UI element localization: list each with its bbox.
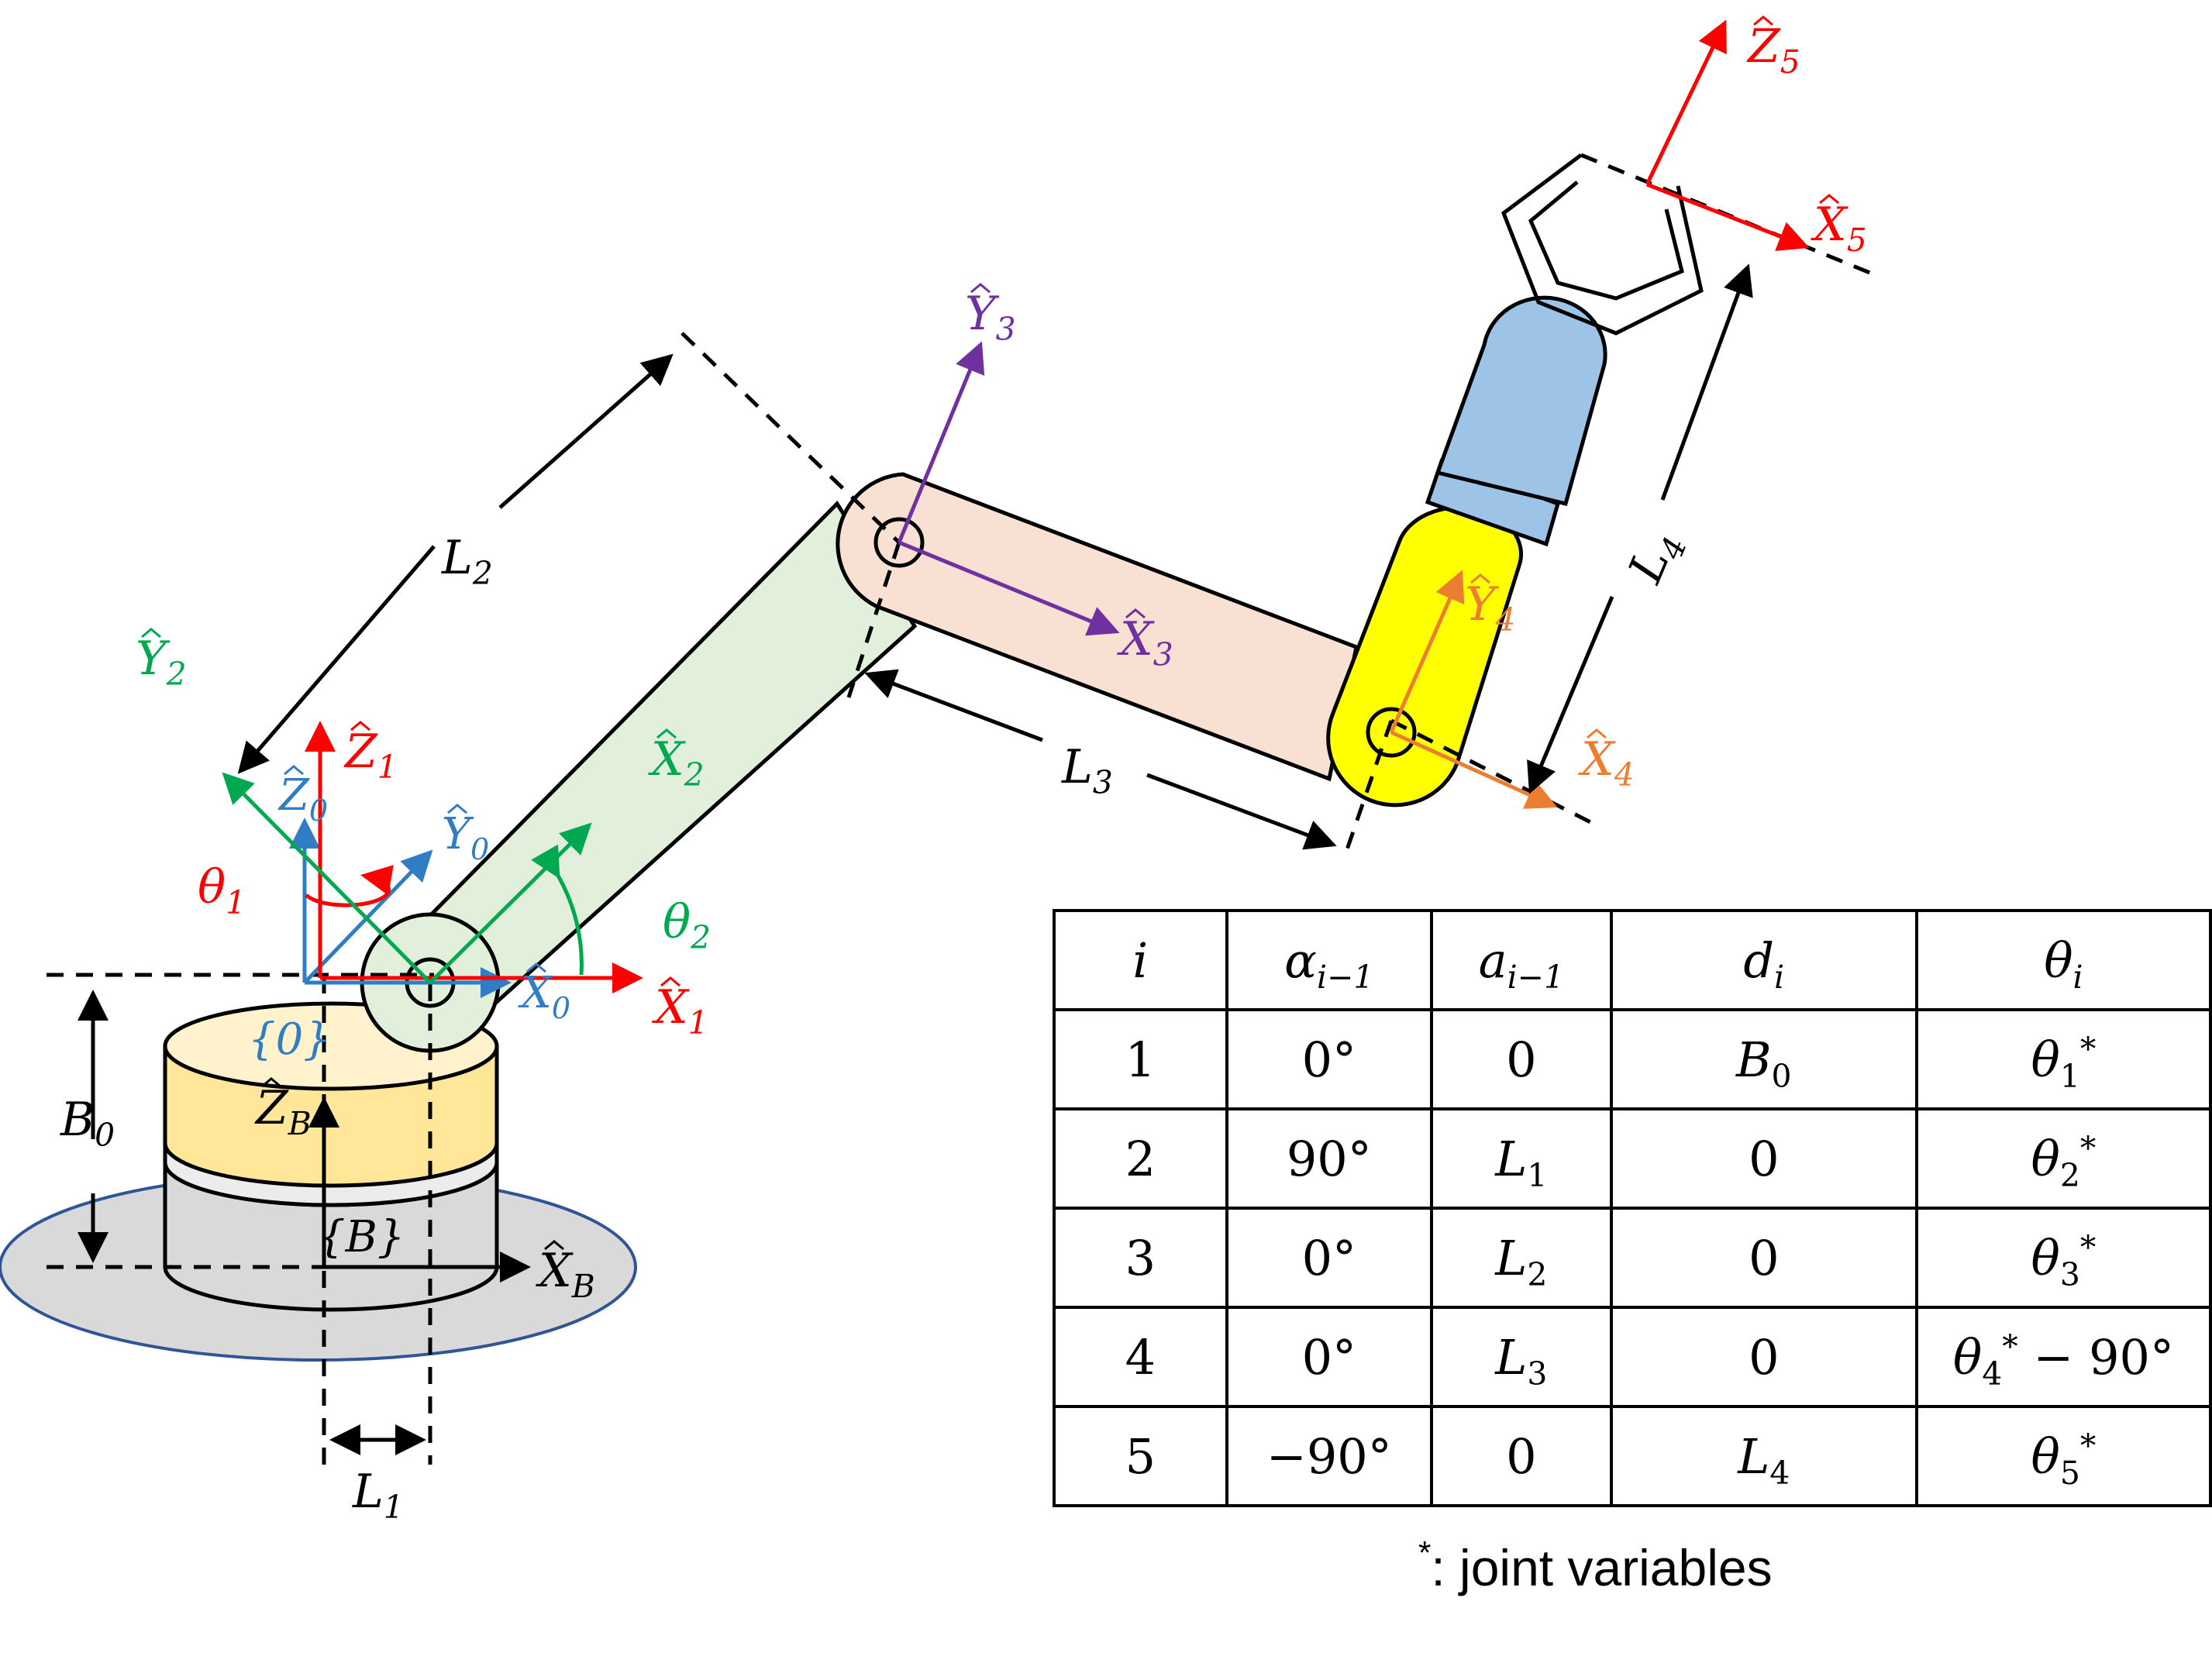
label-frame-0: {0} [248, 1014, 331, 1065]
cell-a: L1 [1429, 1107, 1613, 1210]
label-X-4: X4 [1578, 732, 1635, 794]
label-Z-B: ZB [254, 1081, 312, 1142]
label-L-4: L4 [1618, 522, 1695, 594]
cell-a: L3 [1429, 1306, 1613, 1408]
table-row: 1 0° 0 B0 θ1* [1053, 1008, 2212, 1110]
footnote-text: : joint variables [1431, 1539, 1773, 1596]
header-theta: θi [1914, 909, 2212, 1011]
dimension-arrows [78, 263, 1753, 1455]
label-X-3: X3 [1117, 612, 1173, 673]
cell-theta: θ1* [1914, 1008, 2212, 1110]
table-row: 5 −90° 0 L4 θ5* [1053, 1405, 2212, 1507]
frame-4-axes [1389, 570, 1558, 809]
cell-theta: θ5* [1914, 1405, 2212, 1507]
cell-theta: θ2* [1914, 1107, 2212, 1210]
table-header-row: i αi−1 ai−1 di θi [1053, 909, 2212, 1011]
hat-marks [141, 15, 1839, 1251]
label-Z-1: Z1 [343, 725, 398, 786]
label-Y-2: Y2 [136, 632, 187, 693]
cell-alpha: −90° [1225, 1405, 1433, 1507]
cell-i: 5 [1053, 1405, 1228, 1507]
cell-alpha: 0° [1225, 1008, 1433, 1110]
cell-alpha: 0° [1225, 1306, 1433, 1408]
label-X-5: X5 [1811, 198, 1867, 259]
cell-a: 0 [1429, 1405, 1613, 1507]
joint-4-marker [1366, 707, 1417, 758]
cell-theta: θ4* − 90° [1914, 1306, 2212, 1408]
header-alpha: αi−1 [1225, 909, 1433, 1011]
label-X-0: X0 [518, 968, 570, 1025]
footnote-mark: * [1418, 1534, 1432, 1571]
header-a: ai−1 [1429, 909, 1613, 1011]
dh-parameter-table: i αi−1 ai−1 di θi 1 0° 0 B0 θ1* 2 90° L1… [1053, 909, 2212, 1507]
cell-theta: θ3* [1914, 1207, 2212, 1309]
table-row: 2 90° L1 0 θ2* [1053, 1107, 2212, 1210]
label-Z-5: Z5 [1746, 19, 1800, 81]
cell-alpha: 90° [1225, 1107, 1433, 1210]
cell-d: L4 [1609, 1405, 1918, 1507]
label-L-2: L2 [441, 531, 493, 592]
label-B-0: B0 [60, 1093, 115, 1154]
cell-i: 1 [1053, 1008, 1228, 1110]
label-L-3: L3 [1061, 740, 1113, 801]
cell-i: 4 [1053, 1306, 1228, 1408]
cell-d: 0 [1609, 1207, 1918, 1309]
cell-a: 0 [1429, 1008, 1613, 1110]
frame-2-axes [222, 772, 592, 984]
label-X-1: X1 [652, 980, 708, 1042]
label-Y-4: Y4 [1465, 577, 1516, 639]
header-d: di [1609, 909, 1918, 1011]
frame-3-axes [897, 341, 1120, 636]
cell-i: 3 [1053, 1207, 1228, 1309]
label-Z-0: Z0 [277, 770, 328, 828]
gripper-fingers [1501, 153, 1704, 336]
table-row: 3 0° L2 0 θ3* [1053, 1207, 2212, 1309]
frame-1-axes [305, 721, 643, 993]
cell-d: B0 [1609, 1008, 1918, 1110]
cell-alpha: 0° [1225, 1207, 1433, 1309]
table-row: 4 0° L3 0 θ4* − 90° [1053, 1306, 2212, 1408]
header-i: i [1053, 909, 1228, 1011]
label-Y-0: Y0 [442, 809, 489, 866]
label-theta-1: θ1 [198, 860, 246, 921]
frame-5-axes [1645, 19, 1810, 251]
label-L-1: L1 [352, 1465, 404, 1526]
cell-i: 2 [1053, 1107, 1228, 1210]
cell-d: 0 [1609, 1306, 1918, 1408]
label-Y-3: Y3 [965, 287, 1016, 348]
joint-3-marker [873, 517, 925, 568]
label-X-2: X2 [648, 732, 705, 794]
frame-B-axes [308, 1097, 531, 1283]
label-X-B: XB [536, 1244, 595, 1305]
label-frame-B: {B} [318, 1212, 405, 1262]
cell-a: L2 [1429, 1207, 1613, 1309]
cell-d: 0 [1609, 1107, 1918, 1210]
label-theta-2: θ2 [663, 895, 711, 956]
gripper-body [1435, 295, 1607, 506]
table-footnote: *: joint variables [1418, 1534, 1773, 1597]
